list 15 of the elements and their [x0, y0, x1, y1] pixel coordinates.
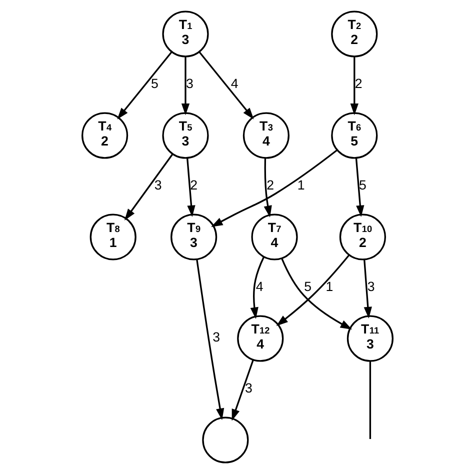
- edge-label: 1: [296, 177, 304, 192]
- edge-label: 2: [266, 177, 274, 192]
- edge-label: 5: [304, 278, 312, 294]
- edge-label: 3: [185, 76, 193, 91]
- edge-label: 3: [366, 278, 374, 294]
- edge-label: 1: [325, 278, 333, 294]
- edge-label: 4: [230, 76, 238, 91]
- edge-label: 2: [190, 177, 198, 192]
- edge-label: 3: [212, 330, 220, 345]
- edge-label: 3: [244, 380, 252, 396]
- edge-label: 5: [150, 76, 158, 91]
- edge-label: 5: [358, 177, 366, 192]
- edge-label: 3: [154, 177, 162, 192]
- edge-label: 4: [255, 278, 263, 294]
- edge-label: 2: [354, 76, 362, 91]
